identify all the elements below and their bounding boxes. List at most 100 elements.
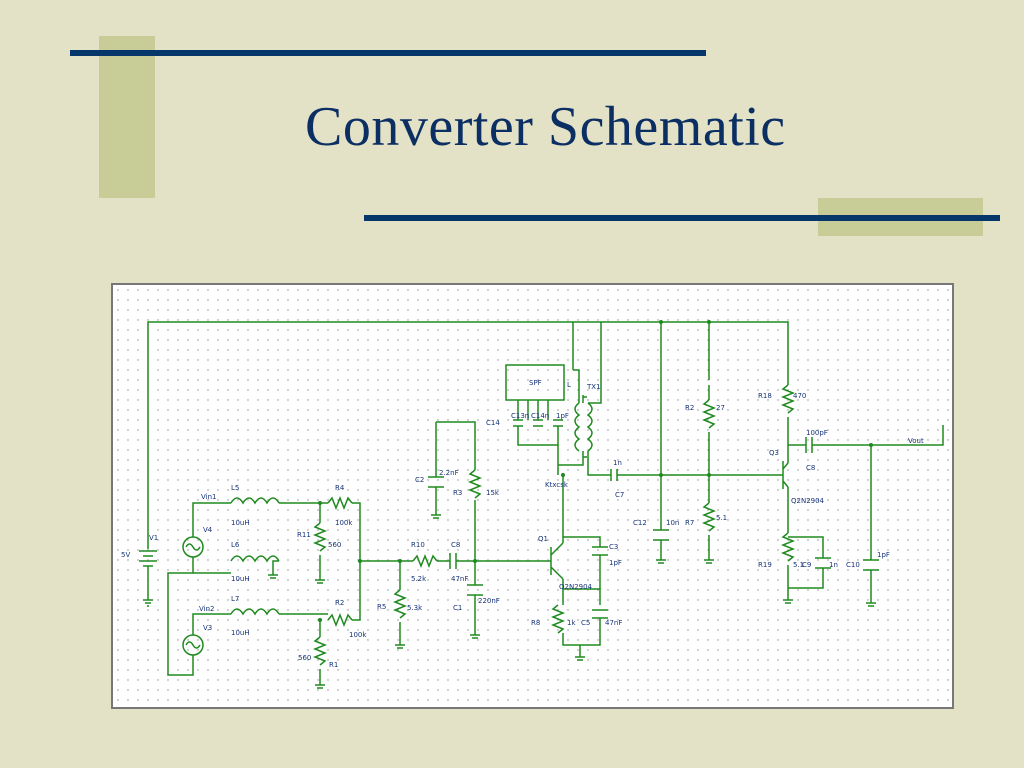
slide-title: Converter Schematic	[305, 96, 786, 158]
label: SPF	[529, 379, 542, 387]
label: C8	[451, 541, 460, 549]
label: L5	[231, 484, 239, 492]
label: C2	[415, 476, 424, 484]
label: 15k	[486, 489, 500, 497]
resistor-r2b	[701, 399, 717, 429]
resistor-r5	[392, 589, 408, 619]
title-rule-top	[70, 50, 706, 56]
label: R3	[453, 489, 462, 497]
resistor-r4	[327, 495, 353, 511]
label: 5V	[121, 551, 130, 559]
inductor-l6	[230, 555, 280, 563]
label: Vin2	[199, 605, 214, 613]
label: 100k	[335, 519, 353, 527]
resistor-r7	[701, 502, 717, 532]
resistor-r8	[550, 604, 566, 634]
capacitor-c9	[815, 557, 831, 569]
label: 10uH	[231, 575, 250, 583]
label: 5.2k	[411, 575, 427, 583]
battery-v1	[139, 550, 157, 567]
capacitor-c10	[863, 559, 879, 571]
label: V3	[203, 624, 212, 632]
label: TX1	[586, 383, 601, 391]
label: C8	[806, 464, 815, 472]
label: R7	[685, 519, 694, 527]
label: Ktxcsk	[545, 481, 569, 489]
supply-rail	[147, 321, 789, 549]
label: L6	[231, 541, 240, 549]
resistor-r19	[780, 532, 796, 562]
transistor-q1	[550, 542, 564, 580]
label: R1	[329, 661, 338, 669]
label: C3	[609, 543, 618, 551]
transformer-tx1	[574, 402, 581, 452]
inductor-l5	[230, 497, 280, 505]
label: 1pF	[556, 412, 569, 420]
accent-block-left	[99, 36, 155, 198]
label: 47nF	[451, 575, 468, 583]
label: Vout	[908, 437, 924, 445]
resistor-r1	[312, 636, 328, 666]
label: C13n	[511, 412, 529, 420]
label: 560	[328, 541, 341, 549]
resistor-r3	[467, 469, 483, 499]
label: R18	[758, 392, 772, 400]
label: Vin1	[201, 493, 216, 501]
label: R2	[685, 404, 694, 412]
label: R4	[335, 484, 345, 492]
label: 10uH	[231, 519, 250, 527]
label: 10uH	[231, 629, 250, 637]
label: R19	[758, 561, 772, 569]
capacitor-c12	[653, 529, 669, 541]
label: 2.2nF	[439, 469, 459, 477]
label: C5	[581, 619, 590, 627]
label: R10	[411, 541, 425, 549]
label: C7	[615, 491, 624, 499]
label: V1	[149, 534, 158, 542]
capacitor-c2	[428, 476, 444, 488]
resistor-r10	[412, 553, 438, 569]
label: 5.3k	[407, 604, 423, 612]
label: C1	[453, 604, 462, 612]
label: L	[567, 381, 571, 389]
schematic-diagram: V1 5V Vin1 Vin2 V4 V3 L5 10uH L6 10uH L7…	[113, 285, 952, 707]
label: C14	[486, 419, 500, 427]
label: C10	[846, 561, 860, 569]
label: 100k	[349, 631, 367, 639]
resistor-r11	[312, 522, 328, 552]
transistor-q3	[782, 461, 789, 489]
schematic-image: V1 5V Vin1 Vin2 V4 V3 L5 10uH L6 10uH L7…	[111, 283, 954, 709]
label: 220nF	[478, 597, 500, 605]
label: Q3	[769, 449, 779, 457]
label: C9	[802, 561, 811, 569]
resistor-r18	[780, 384, 796, 414]
inductor-l7	[230, 608, 280, 616]
label: 27	[716, 404, 725, 412]
label: 560	[298, 654, 311, 662]
label: L7	[231, 595, 239, 603]
label: 1pF	[609, 559, 622, 567]
label: R2	[335, 599, 344, 607]
label: 1k	[567, 619, 576, 627]
label: R5	[377, 603, 386, 611]
label: Q2N2904	[791, 497, 825, 505]
label: 1n	[829, 561, 838, 569]
label: R8	[531, 619, 540, 627]
label: 100pF	[806, 429, 828, 437]
label: R11	[297, 531, 311, 539]
capacitor-c1	[467, 584, 483, 596]
label: Q1	[538, 535, 548, 543]
label: V4	[203, 526, 213, 534]
label: 1pF	[877, 551, 890, 559]
label: 5.1	[716, 514, 727, 522]
label: Q2N2904	[559, 583, 593, 591]
resistor-r2	[327, 612, 353, 628]
label: 5.1	[793, 561, 804, 569]
label: C12	[633, 519, 647, 527]
label: C14n	[531, 412, 549, 420]
label: 10n	[666, 519, 679, 527]
label: 1n	[613, 459, 622, 467]
label: 470	[793, 392, 806, 400]
spf-block	[505, 364, 565, 401]
label: 47nF	[605, 619, 622, 627]
